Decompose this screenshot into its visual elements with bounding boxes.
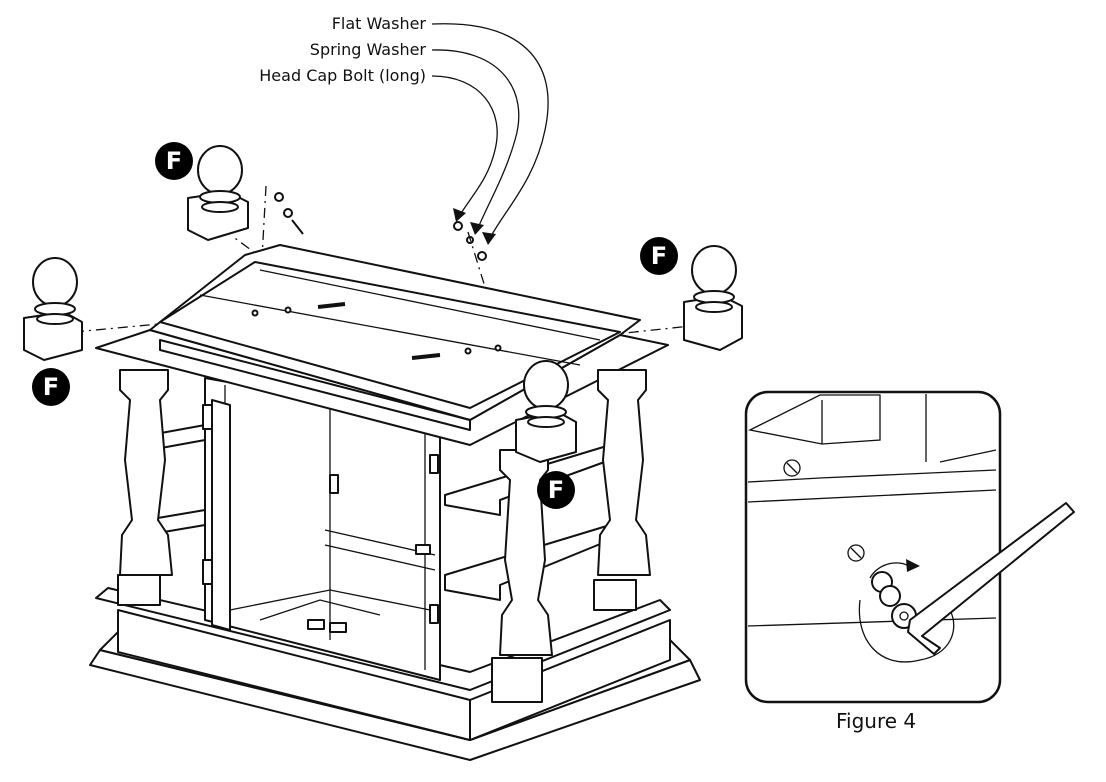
callout-flat-washer: Flat Washer <box>331 14 426 33</box>
part-badge-f-right: F <box>640 237 678 275</box>
turned-legs <box>117 369 651 703</box>
leg-caps <box>23 145 743 463</box>
bolts <box>251 302 502 360</box>
cabinet <box>89 244 701 761</box>
part-badge-f-top-left: F <box>155 142 193 180</box>
figure-4-detail <box>744 390 1075 704</box>
callout-head-cap-bolt: Head Cap Bolt (long) <box>259 66 426 85</box>
callout-spring-washer: Spring Washer <box>309 40 426 59</box>
callout-leaders <box>431 23 549 245</box>
part-badge-f-left: F <box>32 368 70 406</box>
part-badge-f-front: F <box>537 471 575 509</box>
figure-caption: Figure 4 <box>836 709 917 733</box>
